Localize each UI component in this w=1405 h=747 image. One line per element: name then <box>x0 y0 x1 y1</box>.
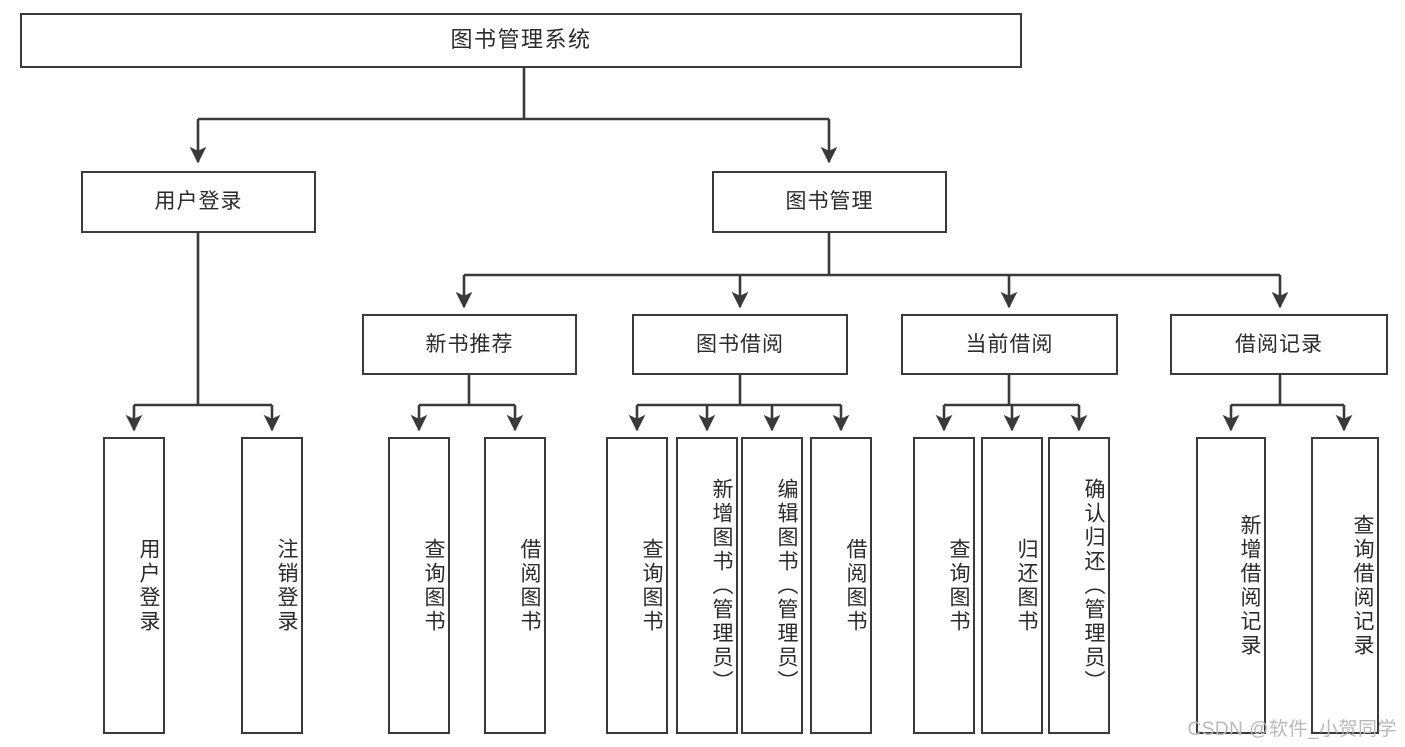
node-label: 借阅图书 <box>518 537 541 634</box>
leaf-query-book-recommend[interactable]: 查询图书 <box>388 437 450 734</box>
node-label: 借阅记录 <box>1235 332 1323 356</box>
node-label: 用户登录 <box>137 537 160 634</box>
node-label: 编辑图书（管理员） <box>775 477 798 694</box>
node-label: 确认归还（管理员） <box>1082 477 1105 694</box>
node-root-system[interactable]: 图书管理系统 <box>20 13 1022 68</box>
leaf-query-borrow-record[interactable]: 查询借阅记录 <box>1311 437 1379 734</box>
node-user-login[interactable]: 用户登录 <box>81 171 316 233</box>
node-label: 新书推荐 <box>425 332 514 356</box>
leaf-query-book-borrow[interactable]: 查询图书 <box>606 437 668 734</box>
node-label: 查询图书 <box>947 537 970 634</box>
node-label: 查询图书 <box>422 537 445 634</box>
node-book-management[interactable]: 图书管理 <box>712 171 947 233</box>
node-label: 借阅图书 <box>844 537 867 634</box>
leaf-user-login[interactable]: 用户登录 <box>103 437 165 734</box>
node-label: 归还图书 <box>1015 537 1038 634</box>
node-borrow-record[interactable]: 借阅记录 <box>1170 314 1388 375</box>
leaf-edit-book-admin[interactable]: 编辑图书（管理员） <box>741 437 803 734</box>
node-label: 图书管理系统 <box>450 27 592 53</box>
node-label: 新增图书（管理员） <box>710 477 733 694</box>
node-book-borrow[interactable]: 图书借阅 <box>632 314 848 375</box>
watermark-text: CSDN @软件_小贺同学 <box>1187 719 1397 740</box>
leaf-return-book[interactable]: 归还图书 <box>981 437 1043 734</box>
node-new-book-recommend[interactable]: 新书推荐 <box>362 314 577 375</box>
leaf-borrow-book-recommend[interactable]: 借阅图书 <box>484 437 546 734</box>
leaf-add-borrow-record[interactable]: 新增借阅记录 <box>1196 437 1266 734</box>
node-label: 新增借阅记录 <box>1238 513 1261 658</box>
leaf-query-book-current[interactable]: 查询图书 <box>913 437 975 734</box>
node-label: 用户登录 <box>154 190 243 214</box>
leaf-add-book-admin[interactable]: 新增图书（管理员） <box>676 437 738 734</box>
leaf-confirm-return-admin[interactable]: 确认归还（管理员） <box>1048 437 1110 734</box>
node-label: 查询借阅记录 <box>1351 513 1374 658</box>
node-label: 图书借阅 <box>696 332 784 356</box>
leaf-borrow-book[interactable]: 借阅图书 <box>810 437 872 734</box>
leaf-logout-login[interactable]: 注销登录 <box>241 437 303 734</box>
node-label: 图书管理 <box>785 190 874 214</box>
node-current-borrow[interactable]: 当前借阅 <box>901 314 1118 375</box>
node-label: 注销登录 <box>275 537 298 634</box>
node-label: 查询图书 <box>640 537 663 634</box>
node-label: 当前借阅 <box>965 332 1054 356</box>
